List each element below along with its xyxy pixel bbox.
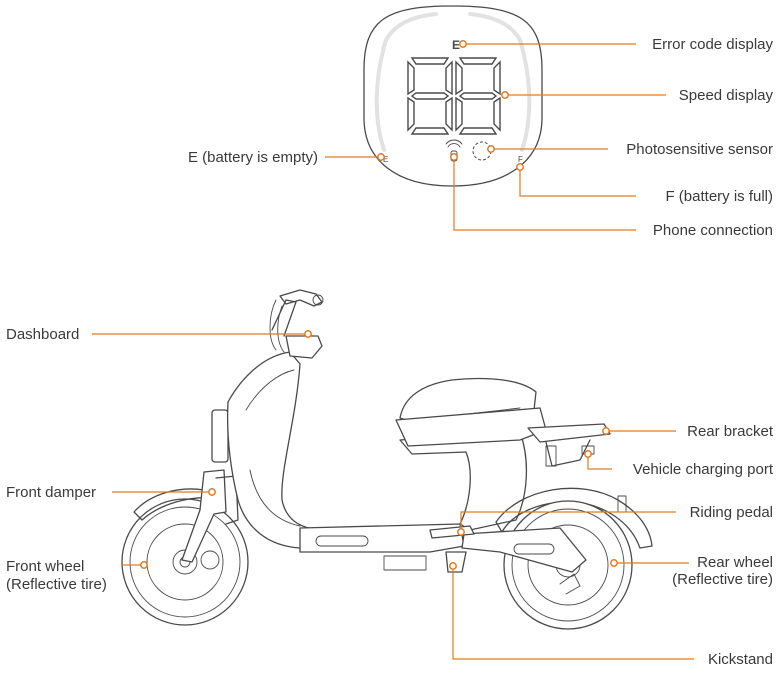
rear-bracket bbox=[527, 423, 611, 443]
label-riding-pedal: Riding pedal bbox=[690, 504, 773, 521]
label-charging-port: Vehicle charging port bbox=[633, 461, 774, 478]
label-kickstand: Kickstand bbox=[708, 651, 773, 668]
handlebar bbox=[279, 289, 323, 307]
dashboard-pod bbox=[285, 335, 323, 359]
tail-light bbox=[545, 445, 557, 467]
rear-fender bbox=[495, 487, 653, 549]
battery-arc-left bbox=[374, 12, 438, 152]
label-rear-bracket: Rear bracket bbox=[687, 423, 774, 440]
label-rear-wheel: Rear wheel bbox=[697, 554, 773, 571]
scooter-leaders bbox=[92, 330, 694, 660]
label-photosensor: Photosensitive sensor bbox=[626, 141, 773, 158]
front-wheel bbox=[121, 498, 249, 626]
empty-letter: E bbox=[383, 155, 388, 164]
label-battery-full: F (battery is full) bbox=[665, 188, 773, 205]
speed-digits bbox=[407, 57, 501, 135]
scooter-illustration bbox=[121, 289, 653, 630]
swing-arm bbox=[461, 527, 587, 573]
label-front-wheel: Front wheel bbox=[6, 558, 84, 575]
label-front-wheel-sub: (Reflective tire) bbox=[6, 576, 107, 593]
label-error-code: Error code display bbox=[652, 36, 773, 53]
label-front-damper: Front damper bbox=[6, 484, 96, 501]
floor-badge bbox=[315, 535, 369, 547]
label-battery-empty: E (battery is empty) bbox=[188, 149, 318, 166]
error-letter: E bbox=[452, 38, 460, 52]
floor-board bbox=[299, 523, 465, 553]
steering-column bbox=[271, 299, 297, 337]
label-phone-connection: Phone connection bbox=[653, 222, 773, 239]
battery-arc-right bbox=[468, 12, 532, 152]
front-body bbox=[226, 351, 433, 549]
dashboard-outline bbox=[363, 5, 543, 187]
full-letter: F bbox=[518, 155, 523, 164]
label-rear-wheel-sub: (Reflective tire) bbox=[672, 571, 773, 588]
label-dashboard: Dashboard bbox=[6, 326, 79, 343]
inner-frame bbox=[399, 431, 528, 531]
label-speed-display: Speed display bbox=[679, 87, 774, 104]
dashboard-leaders bbox=[325, 40, 666, 231]
kickstand bbox=[445, 551, 467, 573]
rear-body bbox=[395, 407, 547, 447]
headlight bbox=[211, 409, 229, 463]
